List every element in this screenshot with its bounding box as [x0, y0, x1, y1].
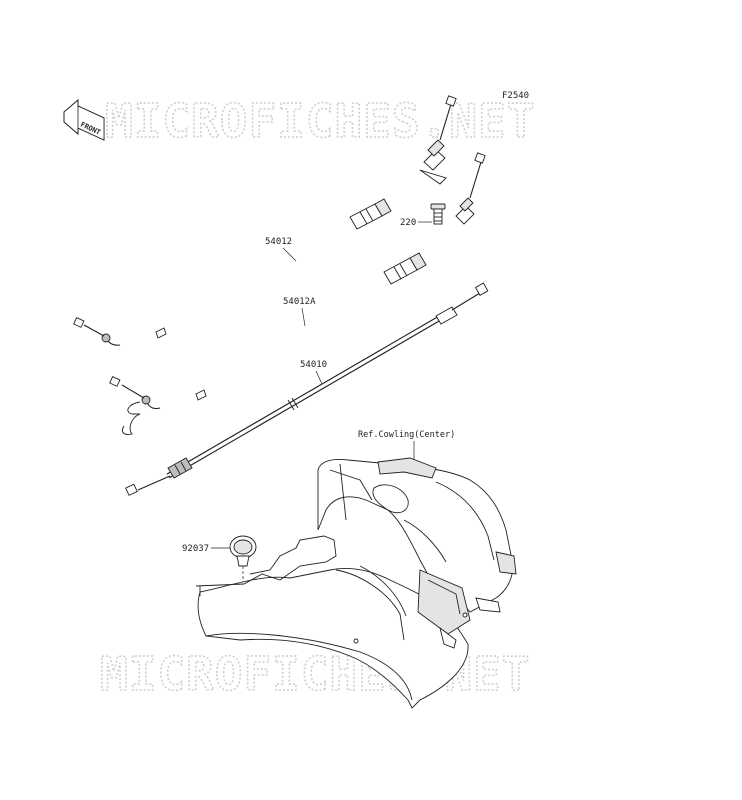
cable-54010 — [125, 282, 489, 496]
clip-92037 — [229, 535, 257, 606]
svg-text:54012: 54012 — [265, 237, 292, 247]
label-92037: 92037 — [182, 544, 230, 554]
label-54012: 54012 — [265, 237, 297, 262]
svg-text:54010: 54010 — [300, 360, 327, 370]
bolt-220 — [430, 203, 446, 225]
label-54010: 54010 — [300, 360, 327, 385]
diagram-code: F2540 — [502, 91, 529, 101]
watermark-top: MICROFICHES.NET — [105, 94, 535, 148]
label-220: 220 — [400, 218, 432, 228]
svg-text:Ref.Cowling(Center): Ref.Cowling(Center) — [358, 430, 455, 440]
svg-text:92037: 92037 — [182, 544, 209, 554]
cable-54012A — [109, 152, 486, 435]
svg-text:54012A: 54012A — [283, 297, 316, 307]
label-ref-cowling: Ref.Cowling(Center) — [358, 430, 455, 460]
svg-text:220: 220 — [400, 218, 416, 228]
front-arrow-icon: FRONT — [63, 98, 105, 141]
cowling-center — [195, 457, 517, 709]
cable-54012 — [73, 95, 457, 347]
label-54012A: 54012A — [283, 297, 316, 327]
